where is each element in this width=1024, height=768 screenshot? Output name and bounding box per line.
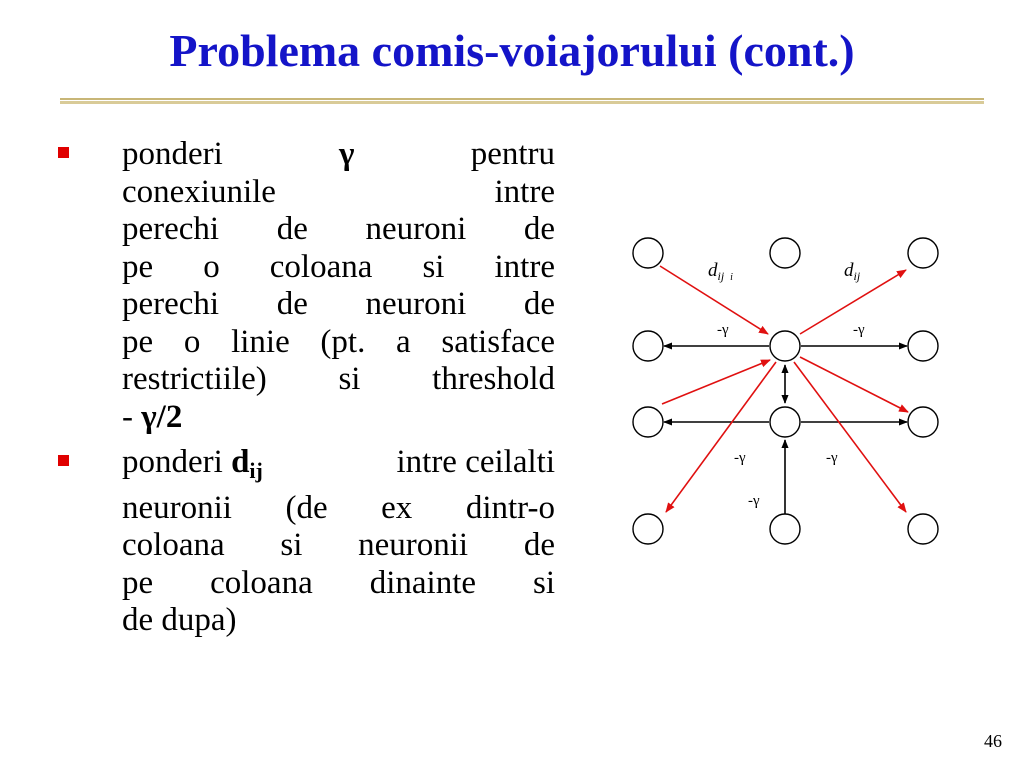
row-column-connections (663, 342, 908, 514)
bullet-line: pe coloana dinainte si (122, 564, 555, 601)
bullet-square-icon (58, 147, 69, 158)
arrow-out-bottom-right (793, 361, 907, 513)
label-neg-gamma: -γ (853, 322, 865, 338)
text-span: ponderi dij (122, 444, 263, 490)
neuron-node (632, 330, 664, 362)
bullet-line: pe o coloana si intre (122, 248, 555, 285)
bullet-line: perechi de neuroni de (122, 286, 555, 322)
bullet-line: coloana si neuronii de (122, 527, 555, 563)
neuron-node (907, 406, 939, 438)
neuron-node (769, 406, 801, 438)
bullet-line: perechi de neuroni de (122, 211, 555, 247)
text-span: intre (494, 173, 555, 210)
bullet-line: conexiunile intre (122, 174, 555, 212)
bullet-list: ponderi γ pentru conexiunile intre perec… (50, 136, 555, 640)
neuron-node (632, 513, 664, 545)
bullet-line: restrictiile) si threshold (122, 361, 555, 397)
title-divider (60, 98, 984, 104)
gamma-symbol: γ (339, 136, 355, 172)
neuron-node (907, 237, 939, 269)
arrow-top-right-out (799, 269, 907, 335)
threshold-value: γ/2 (141, 398, 183, 435)
text-span: intre ceilalti (396, 444, 555, 480)
neuron-node (769, 237, 801, 269)
arrow-out-bottom-left (665, 361, 777, 513)
neuron-node (769, 330, 801, 362)
bullet-line: ponderi dij intre ceilalti (122, 444, 555, 490)
neuron-node (907, 330, 939, 362)
distance-connections (659, 265, 909, 513)
bullet-line: neuronii (de ex dintr-o (122, 489, 555, 526)
label-d-right: dij (844, 260, 861, 283)
label-neg-gamma: -γ (734, 450, 746, 466)
bullet-item-gamma-weights: ponderi γ pentru conexiunile intre perec… (50, 136, 555, 436)
text-span: conexiunile (122, 173, 276, 210)
neuron-node (769, 513, 801, 545)
arrow-out-right-mid (799, 356, 909, 413)
bullet-line: - γ/2 (122, 399, 555, 437)
bullet-item-distance-weights: ponderi dij intre ceilalti neuronii (de … (50, 444, 555, 640)
text-span: ponderi (122, 444, 232, 480)
neuron-node (632, 237, 664, 269)
bullet-line: ponderi γ pentru (122, 136, 555, 174)
slide-title: Problema comis-voiajorului (cont.) (169, 25, 855, 76)
bullet-square-icon (58, 455, 69, 466)
text-span: pentru (470, 136, 555, 172)
label-neg-gamma: -γ (748, 493, 760, 509)
page-number: 46 (984, 731, 1002, 751)
label-neg-gamma: -γ (826, 450, 838, 466)
arrow-in-from-left (661, 359, 771, 405)
text-span: ponderi (122, 136, 223, 172)
bullet-line: de dupa) (122, 602, 237, 638)
neuron-node (907, 513, 939, 545)
bullet-line: pe o linie (pt. a satisface (122, 323, 555, 360)
distance-subscript: ij (249, 458, 263, 483)
distance-symbol: d (231, 444, 250, 480)
arrow-top-left-in (659, 265, 769, 335)
label-neg-gamma: -γ (717, 322, 729, 338)
neuron-node (632, 406, 664, 438)
text-span: - (122, 398, 142, 435)
neurons (632, 237, 939, 545)
